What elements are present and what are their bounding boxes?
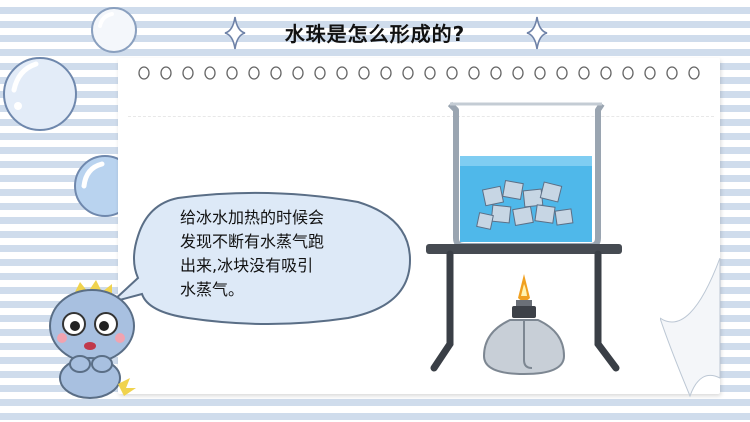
title-bar: 水珠是怎么形成的? xyxy=(0,14,750,54)
page-title: 水珠是怎么形成的? xyxy=(284,22,466,46)
speech-line: 给冰水加热的时候会 xyxy=(180,208,325,227)
speech-line: 发现不断有水蒸气跑 xyxy=(180,232,325,251)
mascot-icon xyxy=(49,280,136,399)
beaker-icon xyxy=(447,101,605,249)
speech-line: 水蒸气。 xyxy=(180,280,245,299)
paper-divider xyxy=(128,116,714,117)
sparkle-icon xyxy=(526,16,548,50)
experiment-illustration xyxy=(426,101,622,376)
speech-bubble xyxy=(111,191,412,325)
sparkle-icon xyxy=(224,16,246,50)
stand-icon xyxy=(426,244,622,372)
burner-icon xyxy=(482,274,566,376)
bubble-icon xyxy=(91,7,137,53)
speech-text: 给冰水加热的时候会 发现不断有水蒸气跑 出来,冰块没有吸引 水蒸气。 xyxy=(180,206,390,302)
bubble-icon xyxy=(3,57,77,131)
page-curl-icon xyxy=(660,258,721,398)
ice-cubes xyxy=(476,179,574,230)
speech-line: 出来,冰块没有吸引 xyxy=(180,256,314,275)
binder-rings xyxy=(138,66,700,80)
